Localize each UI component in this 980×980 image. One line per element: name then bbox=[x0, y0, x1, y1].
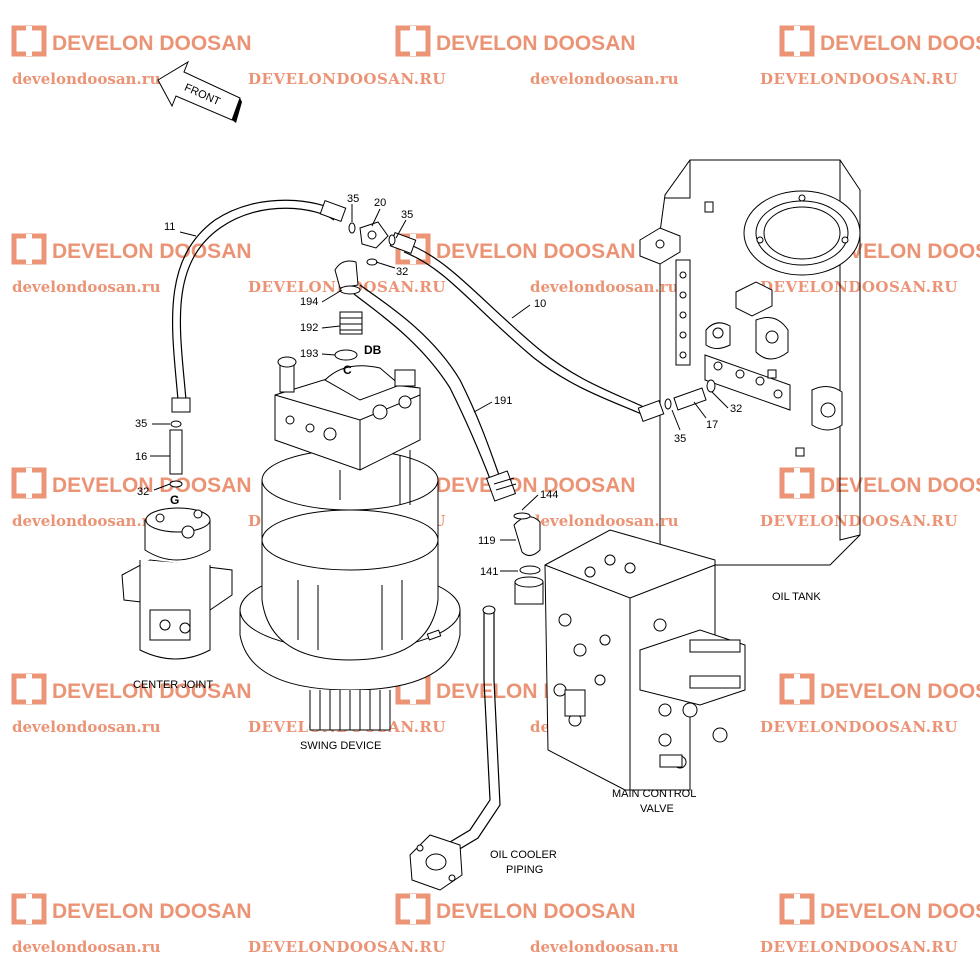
callout-35: 35 bbox=[674, 433, 686, 445]
watermark-brand: DEVELON DOOSAN bbox=[436, 240, 636, 263]
callout-20: 20 bbox=[374, 197, 386, 209]
callout-141: 141 bbox=[480, 566, 498, 578]
label-oil-tank: OIL TANK bbox=[772, 591, 821, 603]
watermark-logo: DEVELON DOOSAN bbox=[11, 893, 252, 925]
o-ring-193 bbox=[334, 349, 358, 361]
callout-35: 35 bbox=[135, 418, 147, 430]
watermark-logo: DEVELON DOOSAN bbox=[395, 25, 636, 57]
label-center-joint: CENTER JOINT bbox=[133, 679, 213, 691]
watermark-url: develondoosan.ru bbox=[12, 70, 161, 88]
watermark-url: develondoosan.ru bbox=[12, 938, 161, 956]
watermark-url: DEVELONDOOSAN.RU bbox=[248, 938, 446, 956]
callout-35: 35 bbox=[347, 193, 359, 205]
watermark-brand: DEVELON DOOSAN bbox=[52, 240, 252, 263]
watermark-brand: DEVELON DOOSAN bbox=[52, 32, 252, 55]
callout-17: 17 bbox=[706, 419, 718, 431]
elbow-fitting-194 bbox=[334, 260, 361, 295]
watermark-url: develondoosan.ru bbox=[530, 278, 679, 296]
watermark-logo: DEVELON DOOSAN bbox=[779, 25, 980, 57]
watermark-url: DEVELONDOOSAN.RU bbox=[248, 70, 446, 88]
callout-144: 144 bbox=[540, 489, 558, 501]
main-control-valve bbox=[514, 529, 746, 791]
port-g-label: G bbox=[170, 493, 179, 507]
watermark-brand: DEVELON DOOSAN bbox=[52, 474, 252, 497]
label-swing-device: SWING DEVICE bbox=[300, 740, 381, 752]
watermark-brand: DEVELON DOOSAN bbox=[436, 32, 636, 55]
watermark-layer: DEVELON DOOSAN DEVELON DOOSAN DEVELON DO… bbox=[11, 25, 980, 956]
watermark-url: DEVELONDOOSAN.RU bbox=[760, 718, 958, 736]
component-labels: CENTER JOINT SWING DEVICE OIL TANK MAIN … bbox=[133, 591, 821, 876]
watermark-brand: DEVELON DOOSAN bbox=[820, 680, 980, 703]
watermark-url: DEVELONDOOSAN.RU bbox=[760, 512, 958, 530]
callout-193: 193 bbox=[300, 348, 318, 360]
label-main-control-valve-1: MAIN CONTROL bbox=[612, 788, 696, 800]
callout-11: 11 bbox=[164, 221, 175, 233]
callout-35: 35 bbox=[401, 209, 413, 221]
watermark-brand: DEVELON DOOSAN bbox=[820, 474, 980, 497]
watermark-logo: DEVELON DOOSAN bbox=[11, 673, 252, 705]
watermark-url: DEVELONDOOSAN.RU bbox=[760, 278, 958, 296]
watermark-logo: DEVELON DOOSAN bbox=[11, 233, 252, 265]
callout-10: 10 bbox=[534, 298, 546, 310]
hose-191 bbox=[353, 284, 517, 502]
watermark-url: develondoosan.ru bbox=[530, 70, 679, 88]
oil-cooler-piping bbox=[409, 605, 501, 891]
watermark-brand: DEVELON DOOSAN bbox=[820, 900, 980, 923]
watermark-brand: DEVELON DOOSAN bbox=[52, 680, 252, 703]
port-labels: C DB G bbox=[170, 343, 382, 507]
elbow-fitting-119 bbox=[513, 512, 541, 556]
callout-32: 32 bbox=[396, 266, 408, 278]
watermark-url: develondoosan.ru bbox=[12, 512, 161, 530]
watermark-brand: DEVELON DOOSAN bbox=[436, 474, 636, 497]
watermark-logo: DEVELON DOOSAN bbox=[11, 467, 252, 499]
watermark-url: DEVELONDOOSAN.RU bbox=[760, 70, 958, 88]
watermark-url: develondoosan.ru bbox=[530, 938, 679, 956]
watermark-url: develondoosan.ru bbox=[12, 718, 161, 736]
elbow-fitting-20 bbox=[348, 221, 396, 266]
watermark-url: develondoosan.ru bbox=[530, 512, 679, 530]
front-direction-arrow: FRONT bbox=[157, 60, 242, 123]
watermark-logo: DEVELON DOOSAN bbox=[779, 467, 980, 499]
watermark-brand: DEVELON DOOSAN bbox=[820, 32, 980, 55]
port-db-label: DB bbox=[364, 343, 382, 357]
hose-11 bbox=[171, 199, 347, 413]
watermark-brand: DEVELON DOOSAN bbox=[436, 900, 636, 923]
watermark-logo: DEVELON DOOSAN bbox=[11, 25, 252, 57]
watermark-logo: DEVELON DOOSAN bbox=[779, 893, 980, 925]
watermark-logo: DEVELON DOOSAN bbox=[395, 893, 636, 925]
watermark-url: DEVELONDOOSAN.RU bbox=[760, 938, 958, 956]
leader-lines bbox=[150, 204, 729, 572]
swing-device bbox=[239, 356, 461, 731]
watermark-url: develondoosan.ru bbox=[12, 278, 161, 296]
callout-192: 192 bbox=[300, 322, 318, 334]
watermark-brand: DEVELON DOOSAN bbox=[52, 900, 252, 923]
callout-191: 191 bbox=[494, 395, 512, 407]
oil-tank bbox=[639, 159, 861, 566]
callout-194: 194 bbox=[300, 296, 318, 308]
watermark-logo: DEVELON DOOSAN bbox=[395, 233, 636, 265]
adapter-17 bbox=[664, 379, 716, 411]
label-oil-cooler-1: OIL COOLER bbox=[490, 849, 557, 861]
callout-32: 32 bbox=[137, 486, 149, 498]
callout-119: 119 bbox=[478, 535, 496, 547]
center-joint bbox=[121, 420, 233, 660]
callout-16: 16 bbox=[135, 451, 147, 463]
part-callouts: 11 35 20 35 32 10 194 192 193 191 35 16 … bbox=[135, 193, 742, 578]
callout-32: 32 bbox=[730, 403, 742, 415]
watermark-logo: DEVELON DOOSAN bbox=[779, 673, 980, 705]
adapter-192 bbox=[339, 311, 363, 335]
port-c-label: C bbox=[343, 363, 352, 377]
label-main-control-valve-2: VALVE bbox=[640, 803, 674, 815]
label-oil-cooler-2: PIPING bbox=[506, 864, 543, 876]
